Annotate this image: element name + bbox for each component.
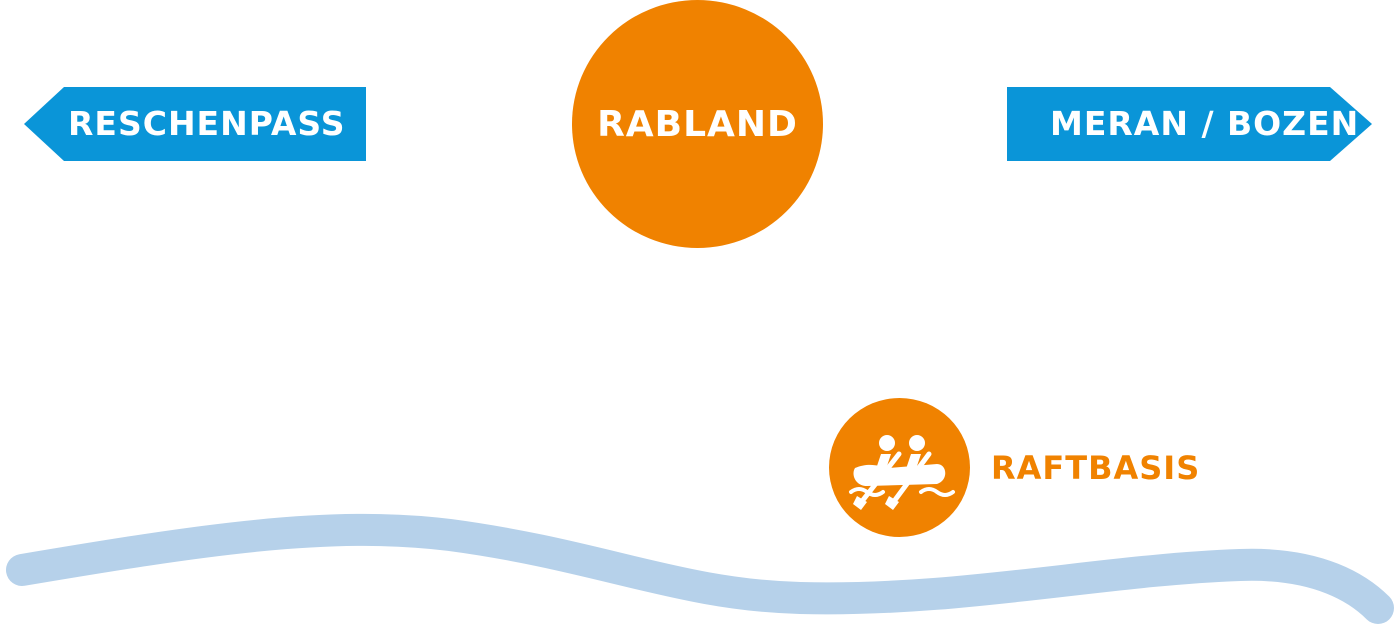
town-label: RABLAND [597, 103, 798, 145]
rafting-icon [829, 398, 970, 537]
meran-bozen-label: MERAN / BOZEN [1050, 104, 1360, 143]
raftbasis-label: RAFTBASIS [991, 449, 1201, 487]
right-arrow-sign-shape [1007, 87, 1372, 161]
reschenpass-label: RESCHENPASS [68, 104, 346, 143]
direction-sign-reschenpass: RESCHENPASS [0, 86, 1396, 162]
left-arrow-sign-shape [24, 87, 366, 161]
town-marker-rabland: RABLAND [572, 0, 823, 248]
direction-sign-meran-bozen: MERAN / BOZEN [0, 86, 1396, 162]
